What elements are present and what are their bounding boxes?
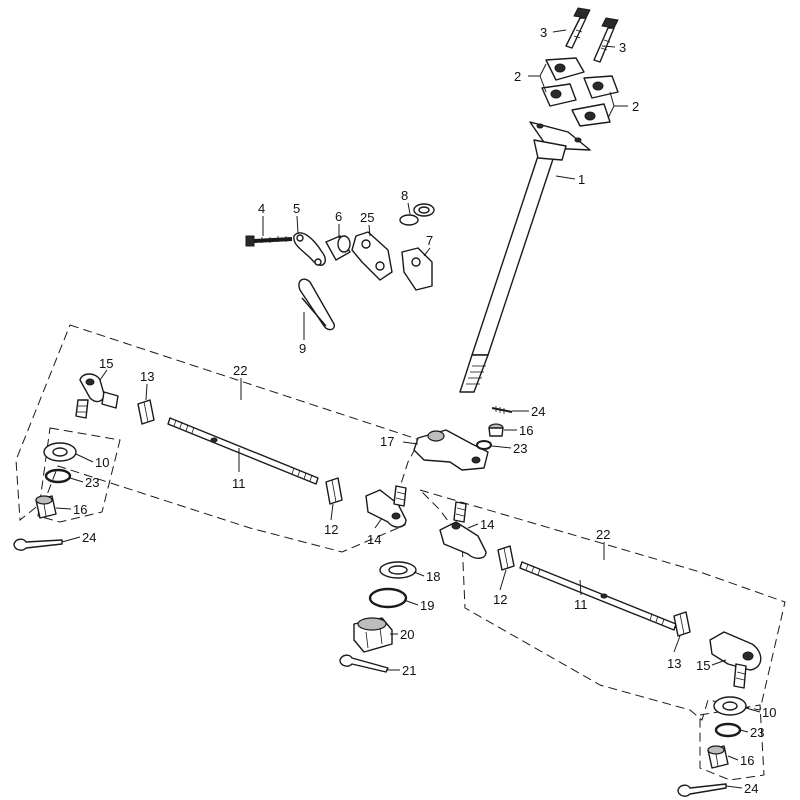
callout-3-left: 3 xyxy=(540,25,547,40)
callout-3-right: 3 xyxy=(619,40,626,55)
link-plate-5 xyxy=(293,232,326,266)
tie-rod-11-right xyxy=(519,561,677,631)
callout-10-right: 10 xyxy=(762,705,776,720)
bolt-3-right xyxy=(593,17,619,63)
clamp-2-lower-left xyxy=(541,83,577,107)
callout-20: 20 xyxy=(400,627,414,642)
callout-15-left: 15 xyxy=(99,356,113,371)
callout-13-right: 13 xyxy=(667,656,681,671)
callout-17: 17 xyxy=(380,434,394,449)
callout-22-left: 22 xyxy=(233,363,247,378)
callout-11-right: 11 xyxy=(574,597,588,612)
bolt-3-left xyxy=(565,7,591,49)
callout-1: 1 xyxy=(578,172,585,187)
bracket-25 xyxy=(351,231,393,281)
tie-rod-end-15-left xyxy=(75,373,119,419)
callout-2-left: 2 xyxy=(514,69,521,84)
tie-rod-end-14-right xyxy=(439,501,487,559)
callout-11-left: 11 xyxy=(232,476,246,491)
castle-nut-16-right xyxy=(707,745,729,769)
tie-rod-11-left xyxy=(167,417,319,485)
callout-23-right: 23 xyxy=(750,725,764,740)
subgroup-outline-right xyxy=(699,704,765,781)
washer-10-right xyxy=(713,696,747,716)
callout-labels: 3 3 2 2 1 8 4 5 6 25 7 9 15 13 22 24 16 … xyxy=(73,25,776,796)
spring-pin-9 xyxy=(298,278,336,331)
bolt-4 xyxy=(245,235,293,247)
rod-threads-left xyxy=(173,419,313,482)
castle-nut-16-left xyxy=(35,495,57,519)
clamp-2-upper-right xyxy=(583,75,619,99)
o-ring-19 xyxy=(368,587,408,609)
steering-shaft xyxy=(459,121,591,393)
bushing-6 xyxy=(325,235,351,261)
shaft-splines xyxy=(466,365,486,385)
callout-25: 25 xyxy=(360,210,374,225)
callout-24-top: 24 xyxy=(531,404,545,419)
callout-22-right: 22 xyxy=(596,527,610,542)
washer-10-left xyxy=(43,442,77,462)
cotter-pin-21 xyxy=(339,654,389,673)
callout-14-right: 14 xyxy=(480,517,494,532)
callout-24-right: 24 xyxy=(744,781,758,796)
assembly-outline-left xyxy=(15,324,421,553)
callout-23-top: 23 xyxy=(513,441,527,456)
clamp-2-lower-right xyxy=(571,103,611,127)
callout-8: 8 xyxy=(401,188,408,203)
callout-12-left: 12 xyxy=(324,522,338,537)
callout-2-right: 2 xyxy=(632,99,639,114)
callout-21: 21 xyxy=(402,663,416,678)
circlip-23-right xyxy=(714,722,742,738)
cotter-pin-24-top xyxy=(491,406,513,414)
callout-16-top: 16 xyxy=(519,423,533,438)
callout-16-left: 16 xyxy=(73,502,87,517)
cotter-pin-24-left xyxy=(13,538,63,551)
cotter-pin-24-right xyxy=(677,783,727,797)
callout-5: 5 xyxy=(293,201,300,216)
assembly-outline-right xyxy=(419,489,786,721)
circlip-23-top xyxy=(476,440,492,450)
pitman-arm-17 xyxy=(413,429,489,471)
washer-8 xyxy=(399,203,435,226)
callout-6: 6 xyxy=(335,209,342,224)
bracket-7 xyxy=(401,247,433,291)
callout-7: 7 xyxy=(426,233,433,248)
callout-12-right: 12 xyxy=(493,592,507,607)
callout-15-right: 15 xyxy=(696,658,710,673)
nut-13-right xyxy=(673,611,691,637)
callout-16-right: 16 xyxy=(740,753,754,768)
castle-nut-20 xyxy=(353,617,393,653)
tie-rod-end-15-right xyxy=(709,631,762,689)
callout-14-left: 14 xyxy=(367,532,381,547)
callout-13-left: 13 xyxy=(140,369,154,384)
clamp-2-upper-left xyxy=(545,57,585,81)
rod-threads-right xyxy=(525,563,665,626)
callout-23-left: 23 xyxy=(85,475,99,490)
callout-24-left: 24 xyxy=(82,530,96,545)
nut-13-left xyxy=(137,399,155,425)
callout-9: 9 xyxy=(299,341,306,356)
callout-18: 18 xyxy=(426,569,440,584)
nut-12-right xyxy=(497,545,515,571)
leader-lines xyxy=(55,29,761,789)
callout-4: 4 xyxy=(258,201,265,216)
castle-nut-16-top xyxy=(488,423,504,437)
circlip-23-left xyxy=(44,468,72,484)
callout-10-left: 10 xyxy=(95,455,109,470)
dust-seal-18 xyxy=(379,561,417,579)
callout-19: 19 xyxy=(420,598,434,613)
tie-rod-end-14-left xyxy=(365,485,407,528)
nut-12-left xyxy=(325,477,343,505)
